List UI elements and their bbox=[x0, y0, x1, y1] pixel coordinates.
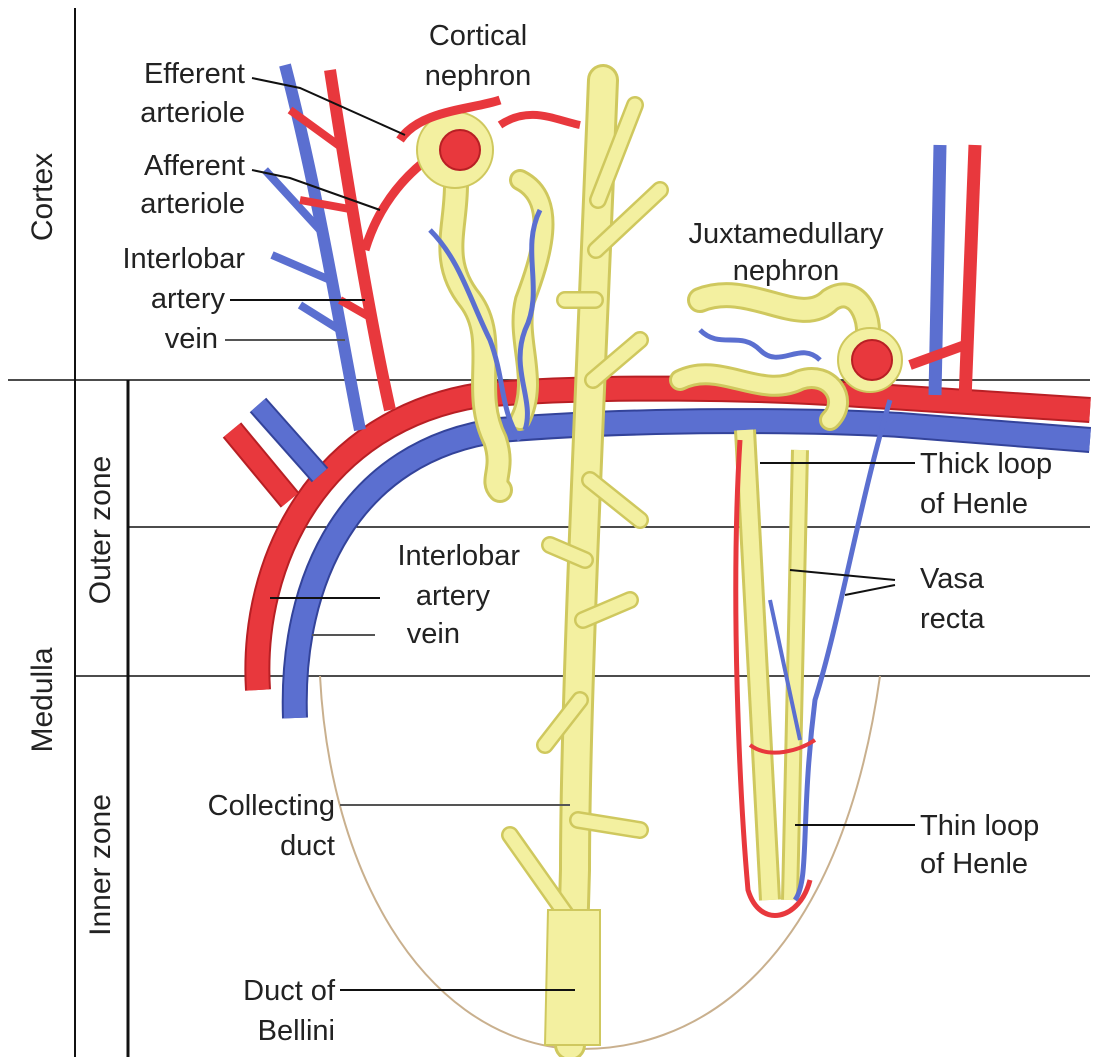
collecting-duct-label-line1: Collecting bbox=[208, 790, 335, 822]
collecting-duct-label-line2: duct bbox=[280, 830, 335, 862]
juxtamedullary-nephron-label-line1: Juxtamedullary bbox=[688, 218, 884, 250]
leader-vasa-recta-2 bbox=[845, 585, 895, 595]
vasa-recta-label-line2: recta bbox=[920, 603, 985, 635]
afferent-arteriole-label-line1: Afferent bbox=[144, 150, 245, 182]
juxtamedullary-glomerulus bbox=[852, 340, 892, 380]
interlobar-mid-label-line3: vein bbox=[407, 618, 460, 650]
interlobar-top-label-line3: vein bbox=[165, 323, 218, 355]
duct-of-bellini-label-line1: Duct of bbox=[243, 975, 336, 1007]
thick-loop-label-line1: Thick loop bbox=[920, 448, 1052, 480]
medulla-label: Medulla bbox=[26, 647, 59, 752]
cortical-nephron-label-line2: nephron bbox=[425, 60, 531, 92]
interlobular-vessels-left bbox=[265, 65, 440, 430]
thin-loop-label-line1: Thin loop bbox=[920, 810, 1039, 842]
vasa-recta-label-line1: Vasa bbox=[920, 563, 985, 595]
interlobular-vein-left bbox=[285, 65, 360, 430]
duct-of-bellini-label-line2: Bellini bbox=[258, 1015, 335, 1047]
arcuate-vessels bbox=[232, 389, 1090, 718]
interlobar-top-label-line1: Interlobar bbox=[122, 243, 245, 275]
inner-zone-label: Inner zone bbox=[84, 794, 117, 936]
cortical-glomerulus bbox=[440, 130, 480, 170]
outer-zone-label: Outer zone bbox=[84, 456, 117, 604]
efferent-arteriole-label-line1: Efferent bbox=[144, 58, 245, 90]
cortical-nephron-label-line1: Cortical bbox=[429, 20, 527, 52]
interlobular-artery-left bbox=[330, 70, 390, 410]
interlobar-mid-label-line2: artery bbox=[416, 580, 491, 612]
interlobar-mid-label-line1: Interlobar bbox=[397, 540, 520, 572]
efferent-arteriole-label-line2: arteriole bbox=[140, 97, 245, 129]
thin-loop-label-line2: of Henle bbox=[920, 848, 1028, 880]
juxtamedullary-nephron-label-line2: nephron bbox=[733, 255, 839, 287]
thick-loop-label-line2: of Henle bbox=[920, 488, 1028, 520]
right-vessels bbox=[910, 145, 975, 400]
afferent-arteriole-label-line2: arteriole bbox=[140, 188, 245, 220]
interlobar-top-label-line2: artery bbox=[151, 283, 226, 315]
cortex-label: Cortex bbox=[26, 153, 59, 241]
